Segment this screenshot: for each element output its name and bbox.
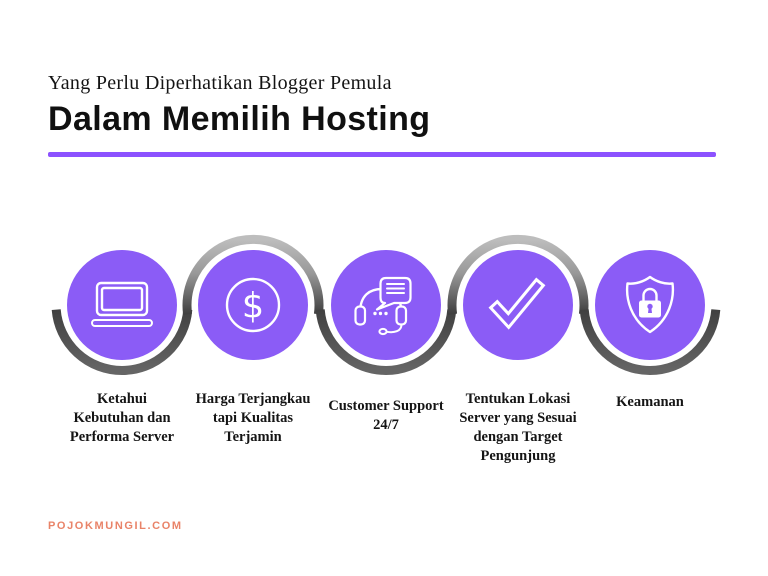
accent-divider [48, 152, 716, 157]
step-graphic [447, 234, 589, 360]
step-graphic: $ [182, 234, 324, 360]
connector-arc-top [182, 234, 324, 315]
step-customer-support: Customer Support 24/7 [311, 225, 461, 433]
laptop-icon [91, 281, 153, 327]
shield-lock-icon [625, 275, 675, 334]
checkmark-icon [488, 277, 546, 330]
header-subtitle: Yang Perlu Diperhatikan Blogger Pemula [48, 72, 392, 94]
connector-arc-bottom [51, 309, 193, 375]
step-graphic [315, 250, 457, 375]
svg-text:$: $ [242, 287, 264, 327]
connector-arc-bottom [315, 309, 457, 375]
step-security: Keamanan [575, 225, 725, 410]
step-label: Harga Terjangkau tapi Kualitas Terjamin [195, 391, 311, 445]
step-circle [198, 250, 308, 360]
headset-chat-icon [354, 276, 412, 336]
step-server-location: Tentukan Lokasi Server yang Sesuai denga… [443, 225, 593, 464]
brand-watermark: POJOKMUNGIL.COM [48, 520, 183, 532]
step-graphic [51, 250, 193, 375]
step-graphic [579, 250, 721, 375]
step-label: Ketahui Kebutuhan dan Performa Server [69, 391, 175, 445]
connector-arc-top [447, 234, 589, 315]
step-label: Keamanan [616, 394, 684, 410]
step-label: Customer Support 24/7 [328, 398, 444, 433]
connector-arc-bottom [579, 309, 721, 375]
typing-dots [373, 311, 388, 316]
step-affordable-quality: $ Harga Terjangkau tapi Kualitas Terjami… [178, 225, 328, 445]
step-circle [67, 250, 177, 360]
page-title: Dalam Memilih Hosting [48, 100, 431, 138]
step-server-performance: Ketahui Kebutuhan dan Performa Server [47, 225, 197, 445]
step-label: Tentukan Lokasi Server yang Sesuai denga… [459, 391, 577, 464]
dollar-coin-icon: $ [225, 277, 281, 333]
